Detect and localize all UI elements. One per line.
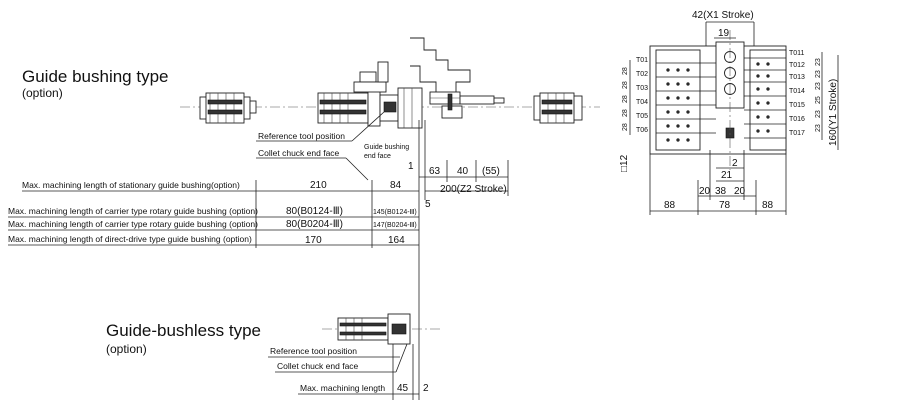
subtitle-guide-bushless-option: (option) <box>106 342 147 356</box>
dim-145-b0124: 145(B0124-Ⅲ) <box>373 209 417 216</box>
title-guide-bushless-type: Guide-bushless type <box>106 321 261 340</box>
dim-80-b0124: 80(B0124-Ⅲ) <box>286 206 343 217</box>
dim-147-b0204: 147(B0204-Ⅲ) <box>373 222 417 229</box>
pitch-23: 23 <box>815 82 822 90</box>
pitch-23: 23 <box>815 70 822 78</box>
dim-55: (55) <box>482 166 500 177</box>
label-max-machining-length: Max. machining length <box>300 383 385 393</box>
guide-bushing-assembly <box>317 87 423 129</box>
dim-88-left: 88 <box>664 200 676 211</box>
dim-20-right: 20 <box>734 186 746 197</box>
dim-210: 210 <box>310 180 327 191</box>
tool-label-right: T017 <box>789 130 805 137</box>
back-collet-assembly <box>199 92 257 124</box>
dim-5: 5 <box>425 199 431 210</box>
label-bushless-collet-chuck-end-face: Collet chuck end face <box>277 361 359 371</box>
tool-label-left: T02 <box>636 71 648 78</box>
pitch-23: 23 <box>815 124 822 132</box>
dim-200-z2-stroke: 200(Z2 Stroke) <box>440 184 507 195</box>
tool-label-left: T06 <box>636 127 648 134</box>
label-max-len-direct-drive: Max. machining length of direct-drive ty… <box>8 234 252 244</box>
dim-42-x1-stroke: 42(X1 Stroke) <box>692 10 754 21</box>
pitch-28: 28 <box>622 123 629 131</box>
label-guide-bushing-end-face-2: end face <box>364 153 391 160</box>
tool-label-right: T011 <box>789 50 805 57</box>
dim-45: 45 <box>397 383 409 394</box>
label-reference-tool-position: Reference tool position <box>258 131 345 141</box>
tool-label-right: T015 <box>789 102 805 109</box>
dim-20-left: 20 <box>699 186 711 197</box>
pitch-25: 25 <box>815 96 822 104</box>
dim-63: 63 <box>429 166 441 177</box>
pitch-23: 23 <box>815 58 822 66</box>
dim-38: 38 <box>715 186 727 197</box>
pitch-28: 28 <box>622 109 629 117</box>
dim-80-b0204: 80(B0204-Ⅲ) <box>286 219 343 230</box>
pitch-28: 28 <box>622 95 629 103</box>
dim-2-right: 2 <box>732 158 738 169</box>
dim-84: 84 <box>390 180 402 191</box>
dim-170: 170 <box>305 235 322 246</box>
pitch-28: 28 <box>622 81 629 89</box>
tool-label-left: T01 <box>636 57 648 64</box>
tool-layout-view <box>649 30 787 170</box>
dim-164: 164 <box>388 235 405 246</box>
dim-21: 21 <box>721 170 733 181</box>
label-max-len-carrier-rotary-2: Max. machining length of carrier type ro… <box>8 219 258 229</box>
dim-square-12: □12 <box>619 154 630 172</box>
dim-19: 19 <box>718 28 730 39</box>
sub-spindle-right <box>533 92 583 124</box>
dim-40: 40 <box>457 166 469 177</box>
dim-1: 1 <box>408 161 414 172</box>
bushless-collet-assembly <box>337 313 411 345</box>
dim-78: 78 <box>719 200 731 211</box>
title-guide-bushing-type: Guide bushing type <box>22 67 169 86</box>
gang-tool-post <box>353 37 505 119</box>
label-max-len-stationary: Max. machining length of stationary guid… <box>22 180 240 190</box>
label-max-len-carrier-rotary-1: Max. machining length of carrier type ro… <box>8 206 258 216</box>
label-collet-chuck-end-face: Collet chuck end face <box>258 148 340 158</box>
tool-label-right: T016 <box>789 116 805 123</box>
pitch-28: 28 <box>622 67 629 75</box>
label-bushless-reference-tool-position: Reference tool position <box>270 346 357 356</box>
tool-label-left: T03 <box>636 85 648 92</box>
tool-label-right: T013 <box>789 74 805 81</box>
dim-2-bottom: 2 <box>423 383 429 394</box>
subtitle-guide-bushing-option: (option) <box>22 86 63 100</box>
tool-label-right: T012 <box>789 62 805 69</box>
tool-label-right: T014 <box>789 88 805 95</box>
dim-160-y1-stroke: 160(Y1 Stroke) <box>828 79 839 146</box>
tool-label-left: T04 <box>636 99 648 106</box>
dim-88-right: 88 <box>762 200 774 211</box>
tool-label-left: T05 <box>636 113 648 120</box>
pitch-23: 23 <box>815 110 822 118</box>
label-guide-bushing-end-face-1: Guide bushing <box>364 144 409 151</box>
